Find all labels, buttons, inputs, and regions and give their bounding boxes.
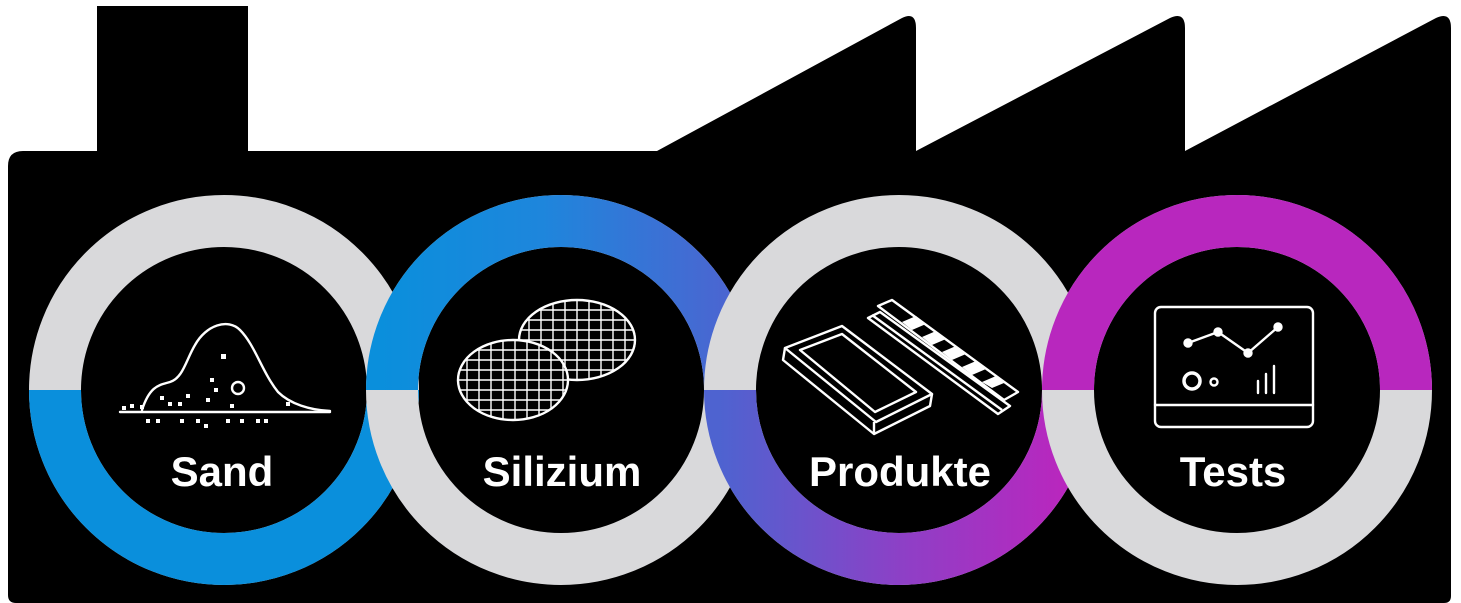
stage-label-produkte: Produkte bbox=[809, 448, 991, 495]
ssd-and-memory-module-icon bbox=[781, 298, 1020, 436]
test-monitor-chart-icon bbox=[1153, 305, 1315, 429]
ring-tests bbox=[1042, 195, 1432, 585]
stage-label-sand: Sand bbox=[171, 448, 274, 495]
stage-label-tests: Tests bbox=[1180, 448, 1287, 495]
stage-label-silizium: Silizium bbox=[483, 448, 642, 495]
silicon-wafer-icon bbox=[456, 298, 637, 422]
sand-pile-icon bbox=[118, 323, 332, 428]
